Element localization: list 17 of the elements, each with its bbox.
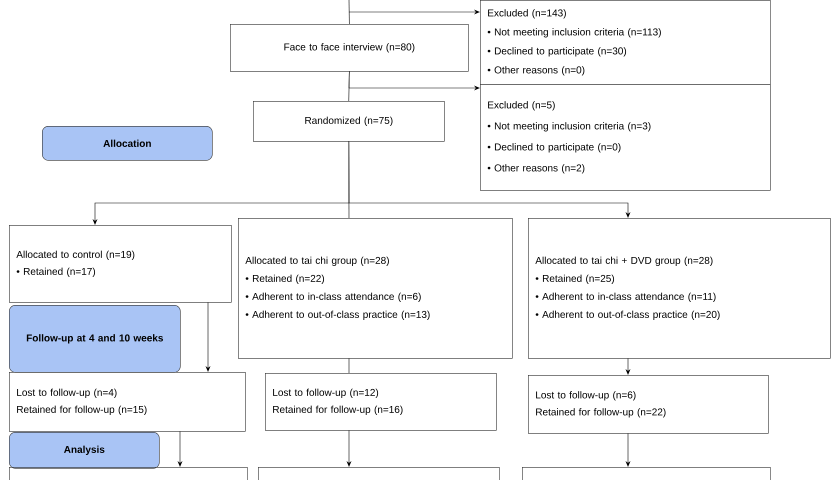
process-box: Allocated to tai chi + DVD group (n=28) • Retained (n=25) • Adherent to in-class attendance (n=11) • Adherent to out-of-class practice (n=20) [528, 218, 831, 359]
process-box: Excluded (n=143) • Not meeting inclusion criteria (n=113) • Declined to participate (n=30) • Other reasons (n=0) [480, 0, 771, 85]
process-box: Lost to follow-up (n=6) Retained for follow-up (n=22) [528, 375, 769, 434]
cut-off-box [258, 467, 500, 480]
process-box: Lost to follow-up (n=4) Retained for follow-up (n=15) [9, 372, 246, 432]
arrow [348, 141, 631, 218]
process-box: Face to face interview (n=80) [230, 24, 469, 72]
cut-off-box [522, 467, 771, 480]
stage-label: Follow-up at 4 and 10 weeks [9, 305, 181, 373]
process-box: Randomized (n=75) [253, 101, 445, 142]
process-box: Lost to follow-up (n=12) Retained for follow-up (n=16) [265, 373, 497, 431]
stage-label: Allocation [42, 126, 213, 161]
process-box: Excluded (n=5) • Not meeting inclusion criteria (n=3) • Declined to participate (n=0) • Other reasons (n=2) [480, 84, 771, 191]
stage-label: Analysis [9, 432, 160, 469]
cut-off-box [9, 467, 248, 480]
process-box: Allocated to tai chi group (n=28) • Retained (n=22) • Adherent to in-class attendance (n=6) • Adherent to out-of-class practice (n=13) [238, 218, 513, 359]
process-box: Allocated to control (n=19) • Retained (n=17) [9, 225, 232, 303]
